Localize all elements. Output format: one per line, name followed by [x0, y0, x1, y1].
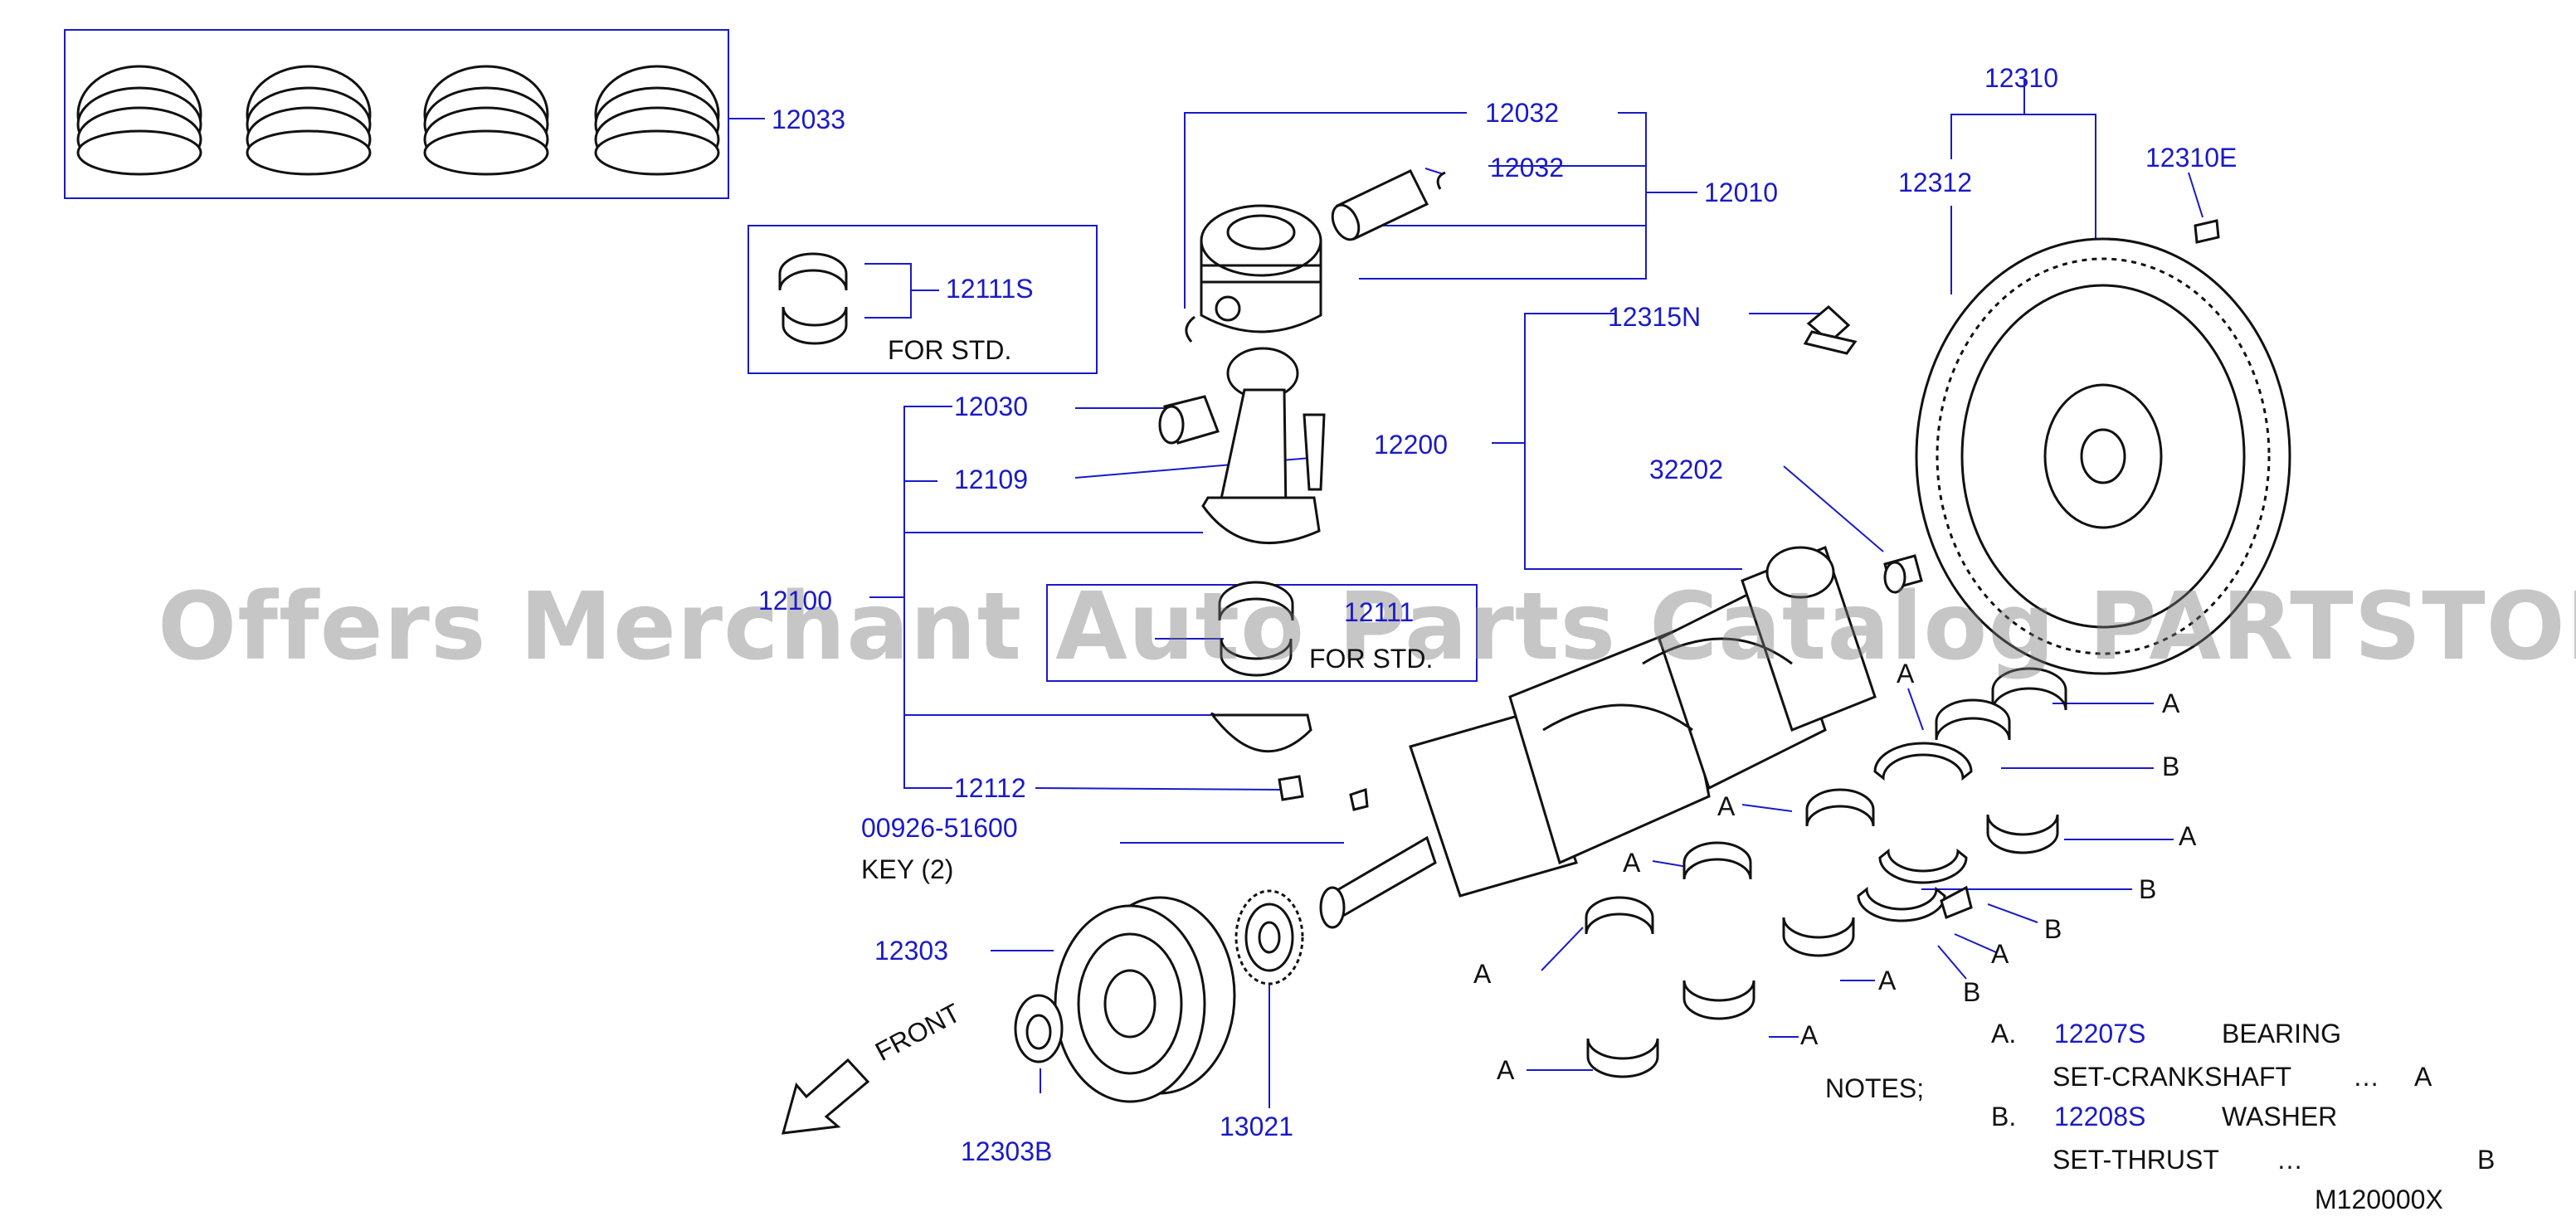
- part-label-12312[interactable]: 12312: [1898, 168, 1972, 197]
- part-label-12100[interactable]: 12100: [758, 586, 832, 616]
- piston-ring-set: [594, 65, 720, 176]
- dowel-pin: [2194, 219, 2220, 244]
- note-b-prefix: B.: [1991, 1102, 2017, 1131]
- part-label-00926-51600[interactable]: 00926-51600: [861, 813, 1018, 843]
- main-bearing-shell: [1991, 667, 2067, 711]
- caption-for-std-2: FOR STD.: [1309, 644, 1434, 674]
- note-a-part-12207s[interactable]: 12207S: [2054, 1019, 2146, 1049]
- note-a-line2: SET-CRANKSHAFT: [2053, 1062, 2292, 1092]
- part-label-12010[interactable]: 12010: [1704, 178, 1778, 207]
- woodruff-key: [1349, 787, 1369, 811]
- crankshaft: [1319, 546, 1877, 929]
- part-label-12303b[interactable]: 12303B: [961, 1136, 1053, 1166]
- snap-ring: [1185, 315, 1195, 343]
- part-label-12310e[interactable]: 12310E: [2145, 143, 2238, 173]
- pulley-bolt: [1014, 994, 1064, 1063]
- connecting-rod: [1201, 347, 1321, 545]
- note-a-dots: …: [2353, 1062, 2379, 1092]
- main-bearing-shell: [1782, 917, 1855, 957]
- flywheel-bolt: [1803, 305, 1858, 355]
- caption-key: KEY (2): [861, 854, 954, 884]
- leader-lines: [728, 80, 2203, 1108]
- part-label-12033[interactable]: 12033: [772, 105, 845, 134]
- conrod-cap: [1210, 712, 1312, 753]
- part-label-12112[interactable]: 12112: [954, 773, 1026, 803]
- part-label-12030[interactable]: 12030: [954, 392, 1028, 421]
- main-bearing-shell: [1986, 814, 2059, 854]
- piston-ring-set: [246, 65, 372, 176]
- note-b-letter: B: [2477, 1145, 2496, 1175]
- note-b-dots: …: [2277, 1145, 2303, 1175]
- callout-a: A: [1623, 848, 1641, 878]
- crank-pulley: [1054, 896, 1236, 1103]
- callout-a: A: [1897, 659, 1915, 688]
- caption-for-std-1: FOR STD.: [888, 335, 1012, 365]
- bearing-shell: [782, 306, 848, 345]
- main-bearing-shell: [1682, 980, 1755, 1020]
- note-a-letter: A: [2414, 1062, 2432, 1092]
- part-label-12111[interactable]: 12111: [1344, 597, 1415, 627]
- callout-a: A: [1991, 939, 2009, 969]
- main-bearing-shell: [1805, 788, 1875, 827]
- part-label-12032-pin[interactable]: 12032: [1490, 153, 1564, 182]
- callout-a: A: [1878, 966, 1897, 995]
- piston-ring-set: [76, 65, 202, 176]
- conrod-bolt: [1303, 413, 1326, 491]
- callout-a: A: [1473, 959, 1492, 989]
- thrust-washer: [1878, 848, 1968, 884]
- callout-a: A: [1800, 1020, 1819, 1050]
- main-bearing-shell: [1935, 698, 2011, 741]
- piston-pin: [1331, 169, 1429, 241]
- part-label-12315n[interactable]: 12315N: [1608, 302, 1702, 332]
- part-label-12111s[interactable]: 12111S: [946, 274, 1034, 304]
- callout-a: A: [1717, 791, 1736, 821]
- bearing-shell: [1220, 638, 1293, 677]
- main-bearing-shell: [1682, 841, 1752, 880]
- callout-b: B: [2044, 914, 2062, 944]
- note-b-part-12208s[interactable]: 12208S: [2054, 1102, 2146, 1131]
- bearing-shell: [1218, 581, 1294, 621]
- bearing-shell: [778, 252, 848, 291]
- main-bearing-shell: [1585, 896, 1654, 935]
- callout-b: B: [2162, 752, 2180, 781]
- snap-ring: [1436, 171, 1446, 190]
- conrod-bearing-box: [747, 225, 1098, 374]
- part-label-13021[interactable]: 13021: [1220, 1112, 1293, 1141]
- callout-a: A: [1497, 1055, 1515, 1085]
- flywheel: [1915, 237, 2291, 675]
- note-b-name: WASHER: [2222, 1102, 2338, 1131]
- conrod-bushing: [1158, 395, 1220, 445]
- main-bearing-shell: [1586, 1038, 1659, 1078]
- note-a-name: BEARING: [2222, 1019, 2342, 1049]
- part-label-32202[interactable]: 32202: [1649, 455, 1723, 484]
- part-label-12032-clip[interactable]: 12032: [1485, 98, 1559, 128]
- callout-b: B: [1963, 977, 1981, 1007]
- diagram-code: M120000X: [2315, 1185, 2443, 1214]
- part-label-12303[interactable]: 12303: [874, 936, 948, 966]
- piston-ring-set: [423, 65, 549, 176]
- front-arrow: [781, 1058, 870, 1135]
- part-label-12200[interactable]: 12200: [1374, 430, 1448, 460]
- notes-title: NOTES;: [1825, 1073, 1925, 1103]
- part-label-12310[interactable]: 12310: [1984, 63, 2058, 93]
- crankshaft-sprocket: [1234, 889, 1304, 985]
- part-label-12109[interactable]: 12109: [954, 465, 1028, 494]
- note-b-line2: SET-THRUST: [2053, 1145, 2219, 1175]
- conrod-nut: [1278, 775, 1304, 801]
- note-a-prefix: A.: [1991, 1019, 2017, 1049]
- pilot-bushing: [1883, 554, 1923, 594]
- callout-b: B: [2139, 874, 2157, 904]
- thrust-washer: [1857, 886, 1946, 922]
- callout-a: A: [2162, 688, 2180, 718]
- thrust-washer: [1873, 742, 1973, 781]
- callout-a: A: [2179, 821, 2197, 851]
- piston-ring-box: [64, 29, 729, 199]
- piston: [1200, 204, 1322, 333]
- thrust-washer: [1940, 885, 1973, 920]
